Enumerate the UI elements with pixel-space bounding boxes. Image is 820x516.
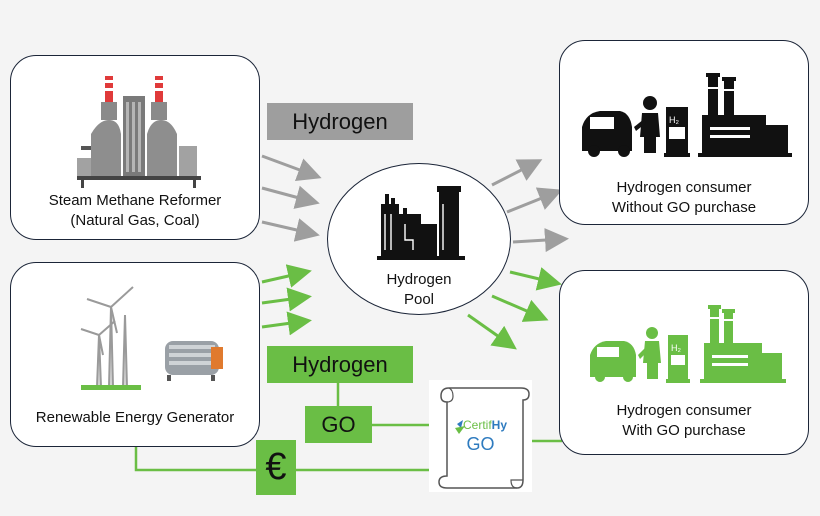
arrow-smr-pool-2 — [261, 185, 320, 209]
smr-box: Steam Methane Reformer (Natural Gas, Coa… — [10, 55, 260, 240]
reg-box: Renewable Energy Generator — [10, 262, 260, 447]
arrow-smr-pool-1 — [261, 154, 322, 182]
consumer-go-box: H₂ Hydrogen consumer With GO purchase — [559, 270, 809, 455]
consumer-go-label-line2: With GO purchase — [622, 422, 746, 439]
arrow-pool-go-3 — [467, 313, 517, 350]
euro-tag: € — [256, 440, 296, 495]
pool-label-line1: Hydrogen — [386, 271, 452, 288]
h2-label-green: H₂ — [671, 343, 681, 353]
consumer-go-label-line1: Hydrogen consumer — [616, 402, 752, 419]
arrow-pool-consumer-3 — [512, 228, 569, 253]
consumer-icon: H₂ — [582, 73, 792, 157]
certifhy-text-b: Hy — [491, 418, 508, 432]
arrow-pool-consumer-1 — [491, 159, 543, 187]
refinery-icon — [77, 76, 201, 188]
certificate-go: GO — [466, 434, 495, 454]
smr-label-line1: Steam Methane Reformer — [48, 192, 222, 209]
line-payment — [134, 445, 256, 472]
go-tag: GO — [305, 406, 372, 443]
hydrogen-green-tag: Hydrogen — [267, 346, 413, 383]
factory-icon — [377, 186, 465, 260]
certificate: CertifHy GO — [429, 380, 532, 492]
arrow-pool-go-2 — [491, 294, 549, 322]
wind-turbine-icon — [80, 286, 223, 390]
pool-label-line2: Pool — [403, 291, 435, 308]
reg-label: Renewable Energy Generator — [35, 409, 235, 426]
certifhy-text-a: Certif — [463, 418, 492, 432]
consumer-no-go-label-line2: Without GO purchase — [611, 199, 757, 216]
arrow-reg-pool-1 — [261, 264, 312, 288]
h2-label-gray: H₂ — [669, 115, 679, 125]
arrow-pool-go-1 — [509, 267, 562, 291]
hydrogen-gray-tag: Hydrogen — [267, 103, 413, 140]
consumer-no-go-label-line1: Hydrogen consumer — [616, 179, 752, 196]
consumer-no-go-box: H₂ Hydrogen consumer Without GO purchase — [559, 40, 809, 225]
arrow-reg-pool-3 — [261, 311, 312, 336]
hydrogen-pool: Hydrogen Pool — [327, 163, 511, 315]
arrow-pool-consumer-2 — [506, 187, 563, 214]
consumer-green-icon: H₂ — [590, 305, 786, 383]
smr-label-line2: (Natural Gas, Coal) — [70, 212, 200, 229]
arrow-smr-pool-3 — [261, 218, 320, 242]
arrow-reg-pool-2 — [261, 287, 312, 312]
scroll-icon — [438, 387, 530, 489]
